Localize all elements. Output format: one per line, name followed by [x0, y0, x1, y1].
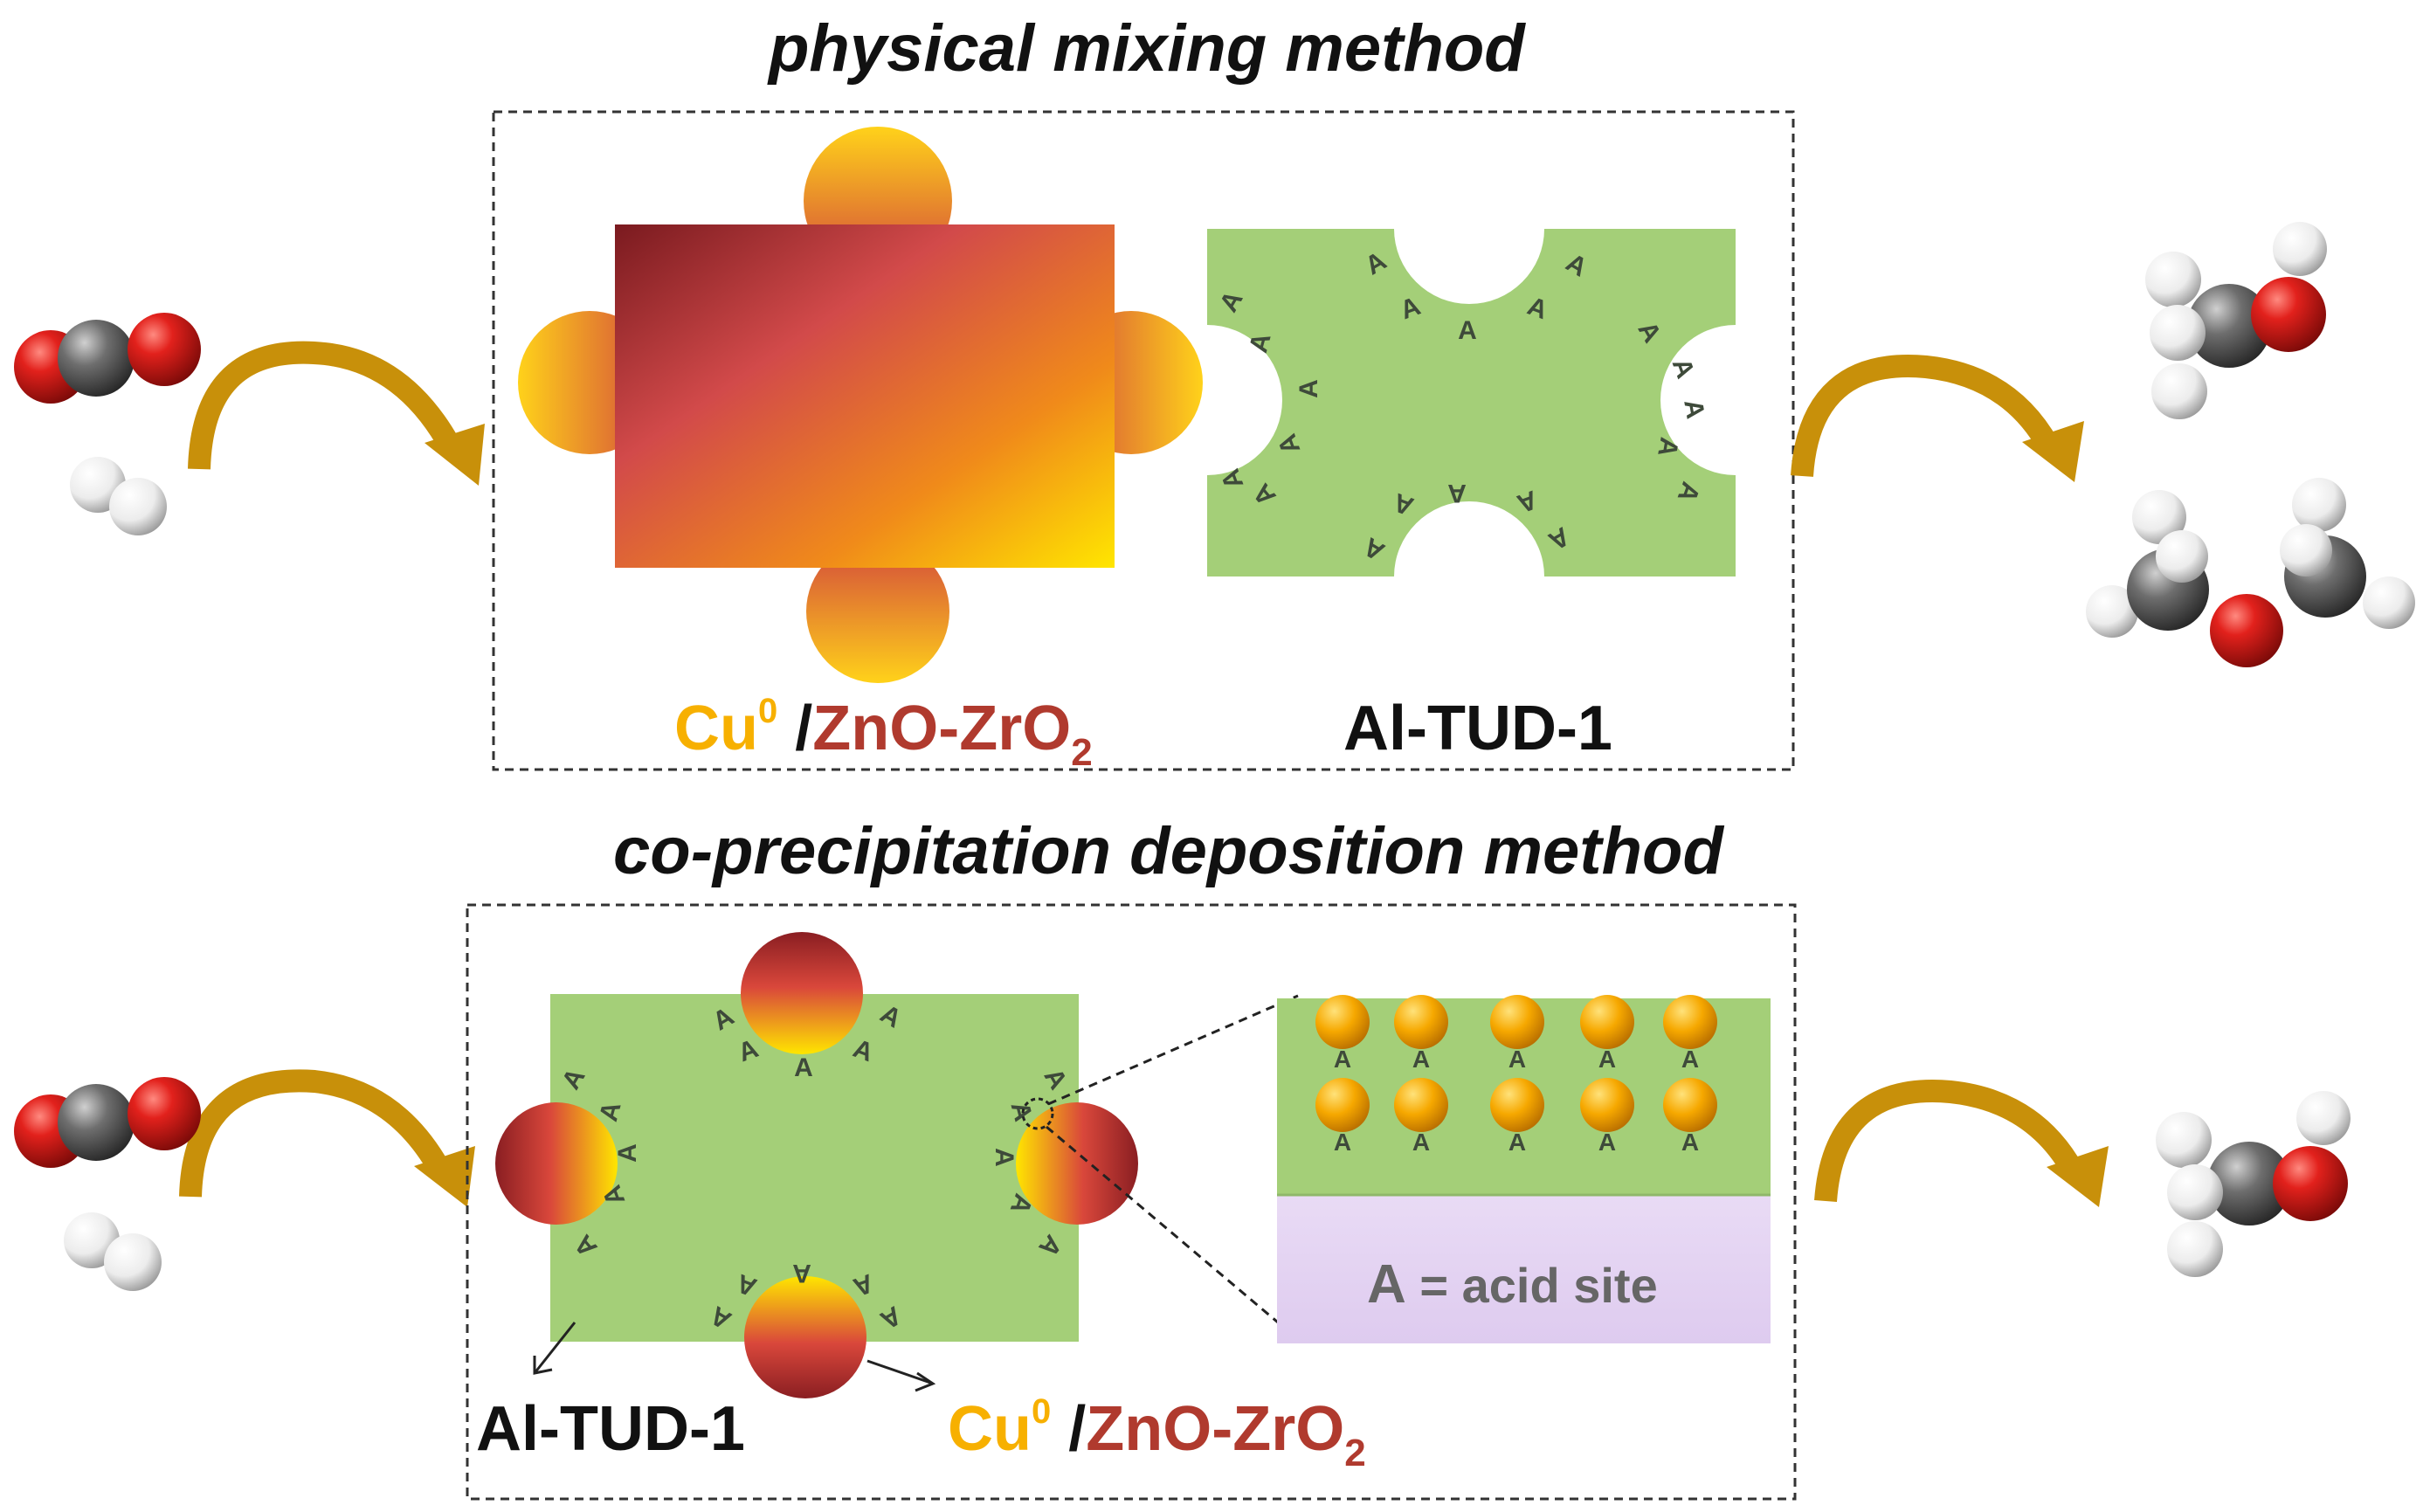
reaction-arrow-top-in	[188, 341, 485, 486]
acid-site-mark: A	[792, 1259, 811, 1288]
label-al-tud-1-top: Al-TUD-1	[1343, 694, 1612, 763]
label-zno-zro: ZnO-ZrO	[812, 694, 1072, 763]
cu-particle	[1490, 1078, 1544, 1132]
label-zro-subscript: 2	[1344, 1432, 1366, 1474]
title-co-precipitation: co-precipitation deposition method	[613, 814, 1723, 888]
label-al-tud-1-bottom: Al-TUD-1	[476, 1394, 745, 1464]
acid-site-mark: A	[1508, 1129, 1526, 1156]
acid-site-mark: A	[1412, 1046, 1430, 1073]
cu-zno-zro2-catalyst	[518, 127, 1203, 683]
methanol-molecule-top	[2145, 222, 2327, 419]
acid-site-mark: A	[1508, 1046, 1526, 1073]
pointer-arrows	[533, 1322, 936, 1392]
al-tud-1-support	[1207, 229, 1736, 576]
acid-site-mark: A	[1598, 1046, 1616, 1073]
cu-particle	[1394, 1078, 1448, 1132]
acid-site-mark: A	[613, 1143, 642, 1163]
cu-particles-zoomed: A A A A A A A A A A	[1315, 995, 1717, 1156]
acid-site-mark: A	[1334, 1046, 1351, 1073]
zoom-callout	[1021, 994, 1299, 1338]
co-precipitation-frame	[466, 903, 1797, 1501]
acid-site-mark: A	[794, 1053, 813, 1082]
title-physical-mixing: physical mixing method	[769, 11, 1525, 86]
label-cu-superscript: 0	[1031, 1392, 1052, 1431]
cu-zno-zro2-spheres	[495, 932, 1138, 1398]
cu-particle	[1315, 1078, 1370, 1132]
label-zro-subscript: 2	[1071, 731, 1093, 774]
acid-site-mark: A	[1681, 1129, 1699, 1156]
co2-molecule-top	[14, 313, 201, 404]
label-cu: Cu	[948, 1394, 1032, 1464]
reaction-arrow-bottom-in	[179, 1069, 475, 1207]
acid-site-mark: A	[1681, 1046, 1699, 1073]
acid-site-legend: A = acid site	[1367, 1258, 1658, 1312]
cu-particle	[1663, 995, 1717, 1049]
cu-particle	[1663, 1078, 1717, 1132]
label-cu-zno-zro2-top: Cu0 /ZnO-ZrO2	[674, 694, 1093, 772]
h2-molecule-bottom	[64, 1212, 162, 1291]
h2-molecule-top	[70, 457, 167, 535]
acid-site-mark: A	[1458, 316, 1477, 345]
cu-particle	[1490, 995, 1544, 1049]
legend-acid-text: = acid site	[1405, 1258, 1658, 1313]
acid-site-mark: A	[1447, 479, 1467, 507]
cu-particle	[1580, 1078, 1634, 1132]
methanol-molecule-bottom	[2156, 1091, 2351, 1277]
physical-mixing-frame	[492, 110, 1795, 771]
acid-site-mark: A	[1334, 1129, 1351, 1156]
acid-site-mark: A	[990, 1148, 1018, 1167]
reaction-arrow-bottom-out	[1814, 1080, 2109, 1207]
cu-particle	[1315, 995, 1370, 1049]
acid-site-mark: A	[1294, 379, 1323, 398]
label-cu: Cu	[674, 694, 758, 763]
reaction-arrow-top-out	[1791, 355, 2084, 482]
co2-molecule-bottom	[14, 1077, 201, 1168]
acid-site-mark: A	[1412, 1129, 1430, 1156]
label-cu-superscript: 0	[757, 692, 778, 730]
label-slash: /	[795, 694, 813, 763]
acid-site-mark: A	[1598, 1129, 1616, 1156]
label-cu-zno-zro2-bottom: Cu0 /ZnO-ZrO2	[948, 1394, 1366, 1473]
cu-particle	[1394, 995, 1448, 1049]
cu-particle	[1580, 995, 1634, 1049]
legend-acid-symbol: A	[1367, 1254, 1406, 1315]
label-zno-zro: ZnO-ZrO	[1086, 1394, 1345, 1464]
label-slash: /	[1068, 1394, 1087, 1464]
dme-molecule	[2086, 478, 2415, 667]
